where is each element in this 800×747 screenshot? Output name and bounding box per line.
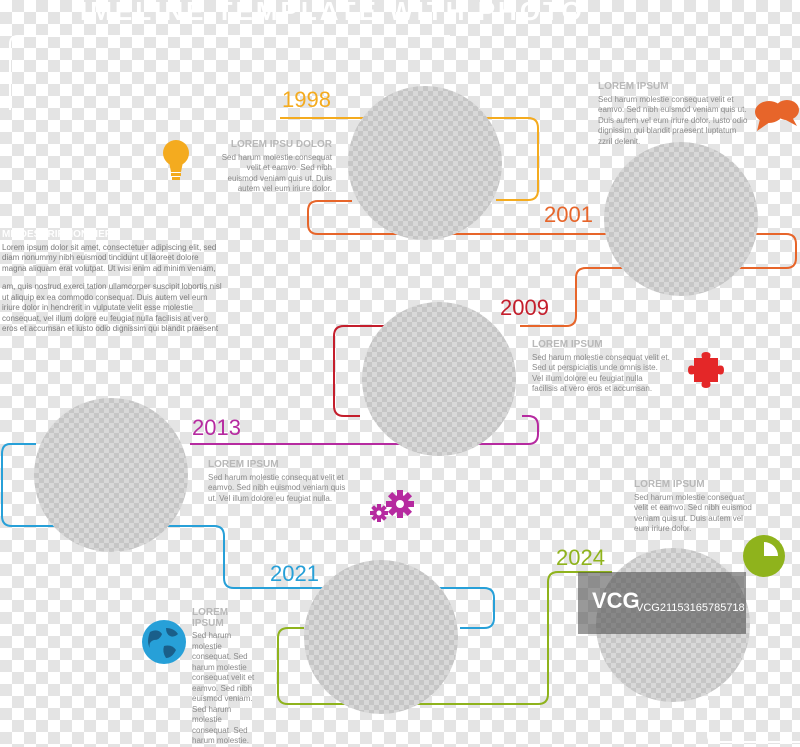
year-label-1998: 1998 xyxy=(282,87,331,112)
milestone-text-1998: LOREM IPSU DOLOR Sed harum molestie cons… xyxy=(220,139,332,195)
speech-bubbles-icon xyxy=(755,100,799,131)
milestone-text-2021: LOREM IPSUM Sed harum molestie consequat… xyxy=(192,607,262,747)
gears-icon xyxy=(370,490,414,522)
photo-placeholder-2001 xyxy=(604,142,758,296)
milestone-heading: LOREM IPSUM xyxy=(634,479,705,490)
watermark-id: VCG21153165785718 xyxy=(636,602,745,614)
path-2001 xyxy=(307,200,797,327)
path-2009 xyxy=(333,325,448,417)
path-2013 xyxy=(190,415,539,445)
description-block: ME DESCRIPTION HERE Lorem ipsum dolor si… xyxy=(2,229,224,335)
milestone-body: Sed harum molestie consequat velit et ea… xyxy=(634,492,752,534)
description-para-1: Lorem ipsum dolor sit amet, consectetuer… xyxy=(2,242,217,273)
path-2021 xyxy=(1,443,495,629)
year-label-2013: 2013 xyxy=(192,415,241,440)
milestone-heading: LOREM IPSUM xyxy=(208,459,279,470)
milestone-body: Sed harum molestie consequat velit et. S… xyxy=(532,352,670,394)
milestone-text-2001: LOREM IPSUM Sed harum molestie consequat… xyxy=(598,81,748,147)
puzzle-piece-icon xyxy=(688,352,724,388)
page-title: IMELINE TEMPLATE WITH PHOTO xyxy=(80,0,585,26)
milestone-text-2009: LOREM IPSUM Sed harum molestie consequat… xyxy=(532,339,670,395)
milestone-heading: LOREM IPSUM xyxy=(598,81,669,92)
lightbulb-icon xyxy=(163,140,189,180)
milestone-text-2024: LOREM IPSUM Sed harum molestie consequat… xyxy=(634,479,756,535)
globe-icon xyxy=(142,620,186,664)
photo-placeholder-2021 xyxy=(304,560,458,714)
milestone-heading: LOREM IPSUM xyxy=(532,339,603,350)
path-1998 xyxy=(280,117,539,201)
description-heading: ME DESCRIPTION HERE xyxy=(2,229,119,240)
milestone-body: Sed harum molestie consequat velit et ea… xyxy=(221,152,332,194)
watermark: VCG VCG21153165785718 xyxy=(578,572,746,634)
watermark-logo: VCG xyxy=(592,588,640,613)
year-label-2021: 2021 xyxy=(270,561,319,586)
frame-outline xyxy=(9,35,450,110)
milestone-body: Sed harum molestie consequat velit et ea… xyxy=(208,472,346,503)
milestone-heading: LOREM IPSUM xyxy=(192,607,229,629)
year-label-2001: 2001 xyxy=(544,202,593,227)
description-para-2: am, quis nostrud exerci tation ullamcorp… xyxy=(2,282,222,333)
year-label-2009: 2009 xyxy=(500,295,549,320)
milestone-text-2013: LOREM IPSUM Sed harum molestie consequat… xyxy=(208,459,356,504)
year-label-2024: 2024 xyxy=(556,545,605,570)
milestone-body: Sed harum molestie consequat. Sed harum … xyxy=(192,631,255,745)
pie-chart-icon xyxy=(743,535,785,577)
frame-outline-bottom xyxy=(707,700,800,743)
milestone-body: Sed harum molestie consequat velit et ea… xyxy=(598,94,748,146)
photo-placeholder-1998 xyxy=(348,86,502,240)
photo-placeholder-2009 xyxy=(362,302,516,456)
milestone-heading: LOREM IPSU DOLOR xyxy=(230,139,332,150)
photo-placeholder-2013 xyxy=(34,398,188,552)
